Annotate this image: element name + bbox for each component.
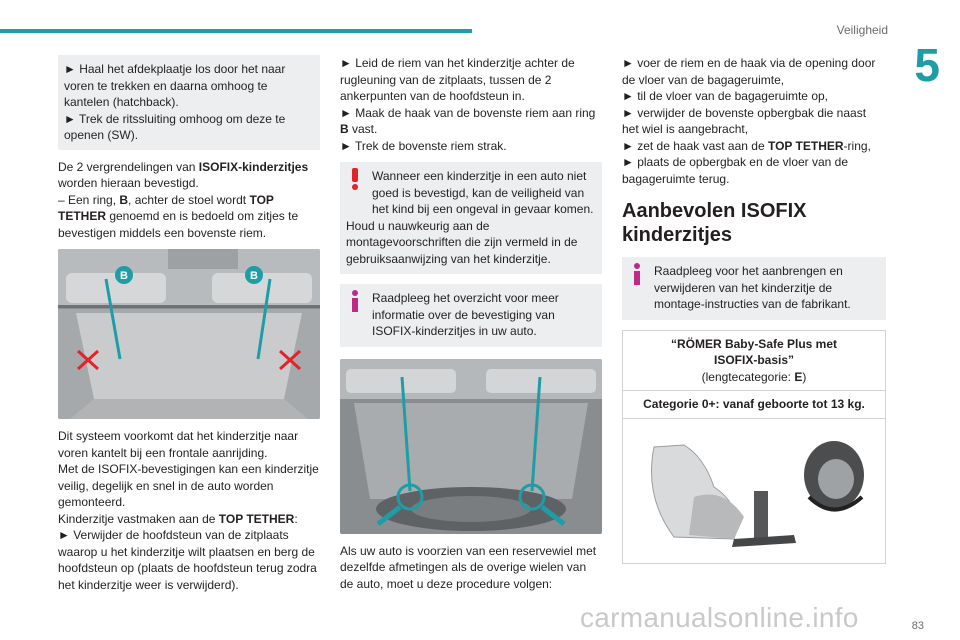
instruction-step: ► Haal het afdekplaatje los door het naa… — [64, 62, 286, 109]
instruction-step: ► Trek de bovenste riem strak. — [340, 138, 507, 153]
watermark-text: carmanualsonline.info — [580, 602, 859, 633]
instruction-step: ► til de vloer van de bagageruimte op, — [622, 89, 828, 103]
instruction-step: ► voer de riem en de haak via de opening… — [622, 56, 876, 87]
cross-mark-icon — [76, 349, 100, 371]
arrow-icon — [540, 504, 566, 526]
instruction-step: ► verwijder de bovenste opbergbak die na… — [622, 105, 867, 137]
instruction-step: ► zet de haak vast aan de TOP TETHER-rin… — [622, 138, 871, 153]
spare-wheel-caption: Als uw auto is voorzien van een reservew… — [340, 543, 597, 591]
warning-exclamation-icon — [352, 168, 358, 190]
info-icon — [352, 290, 358, 312]
system-explanation: Dit systeem voorkomt dat het kinderzitje… — [58, 429, 319, 592]
instruction-step: ► Trek de ritssluiting omhoog om deze te… — [64, 111, 286, 143]
seat-name-row: “RÖMER Baby-Safe Plus met ISOFIX-basis” … — [623, 331, 885, 391]
cross-mark-icon — [278, 349, 302, 371]
info-icon — [634, 263, 640, 285]
spare-wheel-compartment-photo — [340, 358, 602, 534]
section-heading: Aanbevolen ISOFIX kinderzitjes — [622, 200, 807, 246]
seat-category: Categorie 0+: vanaf geboorte tot 13 kg. — [623, 391, 885, 419]
chapter-number: 5 — [914, 39, 940, 91]
column-3: ► voer de riem en de haak via de opening… — [622, 55, 886, 564]
arrow-icon — [376, 504, 402, 526]
column-2: ► Leid de riem van het kinderzitje achte… — [340, 55, 602, 592]
anchor-label-right: B — [250, 270, 258, 282]
isofix-description: De 2 vergrendelingen van ISOFIX-kinderzi… — [58, 159, 309, 240]
info-note: Raadpleeg voor het aanbrengen en verwijd… — [622, 257, 886, 320]
anchor-label-left: B — [120, 270, 128, 282]
seat-name: “RÖMER Baby-Safe Plus met ISOFIX-basis” — [670, 336, 838, 368]
info-note: Raadpleeg het overzicht voor meer inform… — [340, 284, 602, 347]
intro-instructions-box: ► Haal het afdekplaatje los door het naa… — [58, 55, 320, 150]
length-category: (lengtecategorie: E) — [701, 369, 807, 384]
trunk-anchors-photo: B B — [58, 249, 320, 419]
header-accent-bar — [0, 29, 472, 33]
instruction-step: ► plaats de opbergbak en de vloer van de… — [622, 155, 849, 186]
column-1: ► Haal het afdekplaatje los door het naa… — [58, 55, 320, 593]
warning-note: Wanneer een kinderzitje in een auto niet… — [340, 162, 602, 274]
page-number: 83 — [911, 619, 924, 632]
seat-image-row — [623, 419, 885, 563]
child-seat-table: “RÖMER Baby-Safe Plus met ISOFIX-basis” … — [622, 329, 886, 564]
instruction-step: ► Leid de riem van het kinderzitje achte… — [340, 56, 575, 103]
child-seat-illustration — [651, 440, 864, 547]
instruction-step: ► Maak de haak van de bovenste riem aan … — [340, 105, 596, 137]
section-title: Veiligheid — [836, 23, 888, 37]
